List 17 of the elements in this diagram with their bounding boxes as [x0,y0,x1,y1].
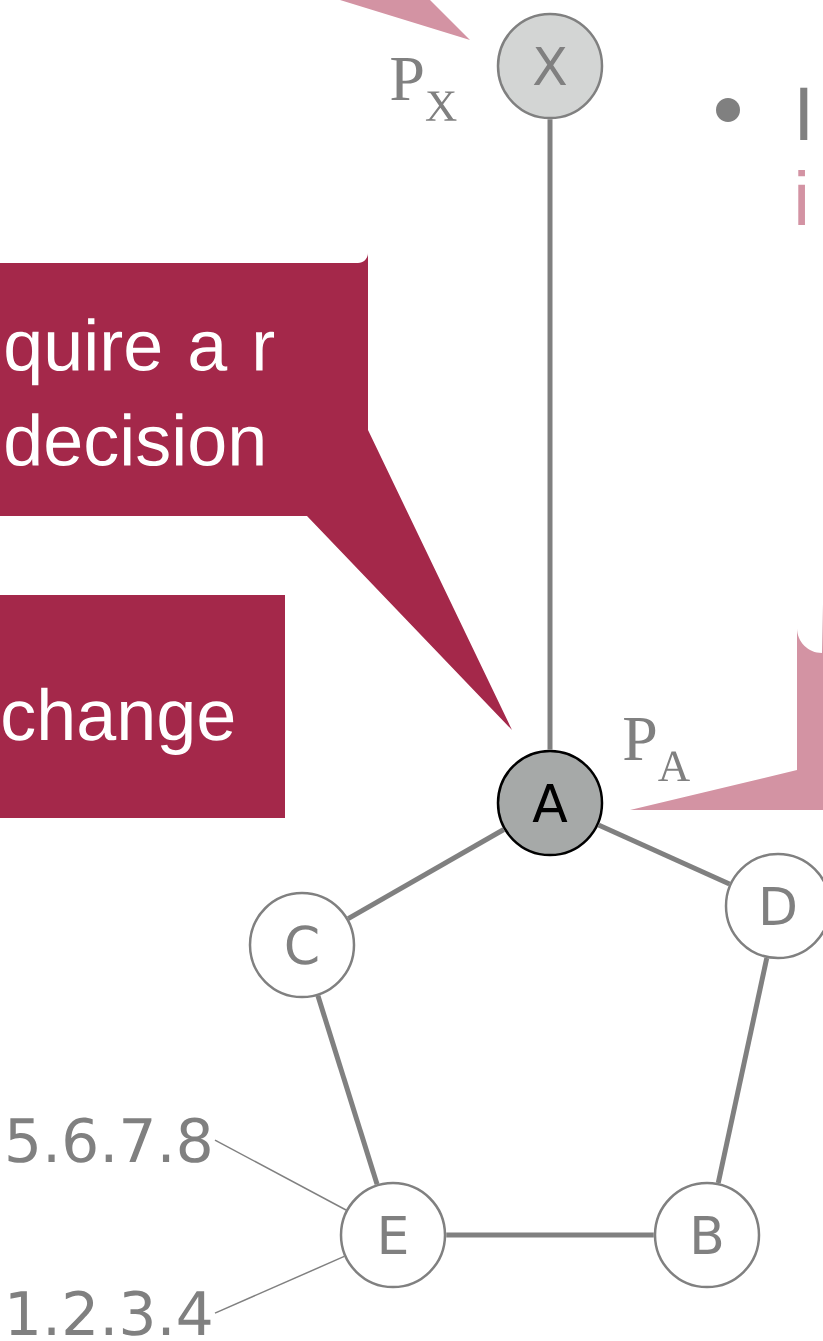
node-label: P$_{X}$ [391,58,457,121]
connector-line [597,822,731,887]
connector-line [547,119,553,750]
address-label: 5.6.7.8 [8,1117,210,1163]
connector-line [315,995,380,1185]
connector-line [446,1232,654,1238]
node-label: P$_{A}$ [624,718,690,781]
text-fragment: I [800,87,808,140]
address-label: 1.2.3.4 [10,1290,211,1336]
callout-tail [340,0,470,40]
text-fragment: i [798,169,805,225]
connector-line [715,957,770,1184]
connector-line [346,827,506,921]
node-label: quire a r decision [6,318,275,467]
leader-line [214,1255,345,1314]
leader-line [214,1139,347,1211]
text-box: change [0,595,285,818]
